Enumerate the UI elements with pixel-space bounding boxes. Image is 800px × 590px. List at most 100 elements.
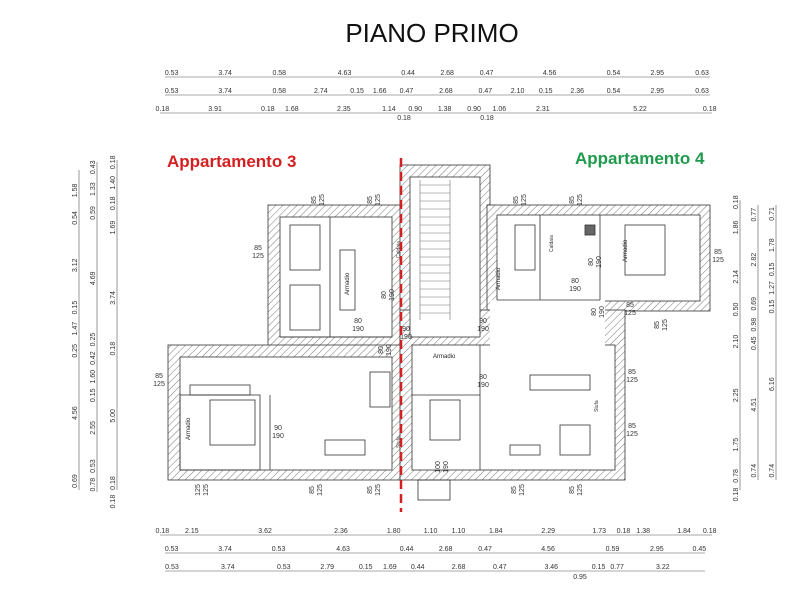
walls [167, 164, 711, 501]
dimension-value: 0.18 [110, 342, 117, 356]
dimension-value: 1.38 [438, 106, 452, 113]
dimension-value: 0.18 [703, 528, 717, 535]
dimension-value: 2.95 [650, 88, 664, 95]
apartment-4-label: Appartamento 4 [575, 149, 705, 168]
dimension-value: 6.16 [769, 377, 776, 391]
dimension-value: 2.68 [439, 546, 453, 553]
dimension-value: 0.53 [165, 546, 179, 553]
dimension-value: 0.53 [165, 70, 179, 77]
dimension-value: 0.74 [769, 464, 776, 478]
opening-height: 190 [400, 334, 412, 341]
dimension-value: 0.47 [480, 70, 494, 77]
label-armadio: Armadio [623, 239, 629, 262]
label-stufa: Stufa [594, 400, 600, 412]
opening-height: 125 [521, 194, 528, 206]
dimension-value: 3.91 [208, 106, 222, 113]
dimension-value: 1.84 [677, 528, 691, 535]
dimension-value: 0.18 [156, 106, 170, 113]
dimension-value: 0.18 [110, 476, 117, 490]
dimension-value: 1.80 [387, 528, 401, 535]
opening-height: 125 [624, 310, 636, 317]
dimension-value: 2.25 [733, 388, 740, 402]
dimension-value: 0.18 [110, 196, 117, 210]
dimension-value: 1.47 [72, 322, 79, 336]
dimension-value: 0.58 [272, 70, 286, 77]
dimension-value: 1.73 [592, 528, 606, 535]
dimension-value: 4.56 [541, 546, 555, 553]
opening-width: 85 [628, 369, 636, 376]
opening-height: 190 [599, 306, 606, 318]
opening-width: 85 [513, 196, 520, 204]
opening-height: 190 [386, 344, 393, 356]
dimension-value: 1.78 [769, 238, 776, 252]
opening-height: 190 [443, 461, 450, 473]
dimension-value: 0.44 [400, 546, 414, 553]
opening-width: 85 [569, 486, 576, 494]
opening-height: 125 [577, 484, 584, 496]
dimension-value: 1.14 [382, 106, 396, 113]
dimension-value: 3.74 [218, 546, 232, 553]
opening-height: 125 [252, 253, 264, 260]
dimension-value: 0.15 [350, 88, 364, 95]
dimension-value: 0.98 [751, 318, 758, 332]
dimension-value: 0.53 [272, 546, 286, 553]
dimension-value: 0.54 [607, 70, 621, 77]
opening-height: 125 [317, 484, 324, 496]
opening-height: 125 [319, 194, 326, 206]
dimension-value: 2.31 [536, 106, 550, 113]
opening-width: 85 [511, 486, 518, 494]
dimension-value: 0.71 [769, 207, 776, 221]
label-armadio: Armadio [345, 272, 351, 295]
dimension-value: 1.68 [285, 106, 299, 113]
opening-width: 90 [274, 425, 282, 432]
room-labels: Armadio Armadio Armadio Armadio Armadio … [186, 235, 629, 448]
dimension-value: 0.50 [733, 303, 740, 317]
dimension-value: 0.25 [90, 333, 97, 347]
dimension-value: 0.63 [695, 70, 709, 77]
opening-width: 85 [155, 373, 163, 380]
dimension-value: 2.68 [439, 88, 453, 95]
opening-width: 125 [195, 484, 202, 496]
opening-width: 85 [626, 302, 634, 309]
opening-width: 85 [311, 196, 318, 204]
dimension-value: 0.47 [493, 564, 507, 571]
dimension-value: 0.53 [90, 459, 97, 473]
dimension-value: 3.46 [544, 564, 558, 571]
dimension-value: 2.79 [320, 564, 334, 571]
opening-width: 85 [367, 486, 374, 494]
dimension-value: 2.35 [337, 106, 351, 113]
dimension-value: 1.38 [636, 528, 650, 535]
dimension-value: 0.15 [539, 88, 553, 95]
dimension-value: 0.63 [695, 88, 709, 95]
dimension-value: 0.18 [733, 488, 740, 502]
dimension-value: 0.15 [90, 388, 97, 402]
dimension-value: 0.47 [400, 88, 414, 95]
dimension-value: 4.69 [90, 271, 97, 285]
dimension-value: 0.90 [467, 106, 481, 113]
label-caldaia: Caldaia [549, 235, 555, 252]
dimension-value: 2.95 [650, 546, 664, 553]
dimension-value: 0.15 [592, 564, 606, 571]
dimension-value: 1.27 [769, 281, 776, 295]
opening-width: 80 [571, 278, 579, 285]
opening-height: 190 [569, 286, 581, 293]
dimension-value: 0.18 [155, 528, 169, 535]
label-armadio: Armadio [186, 417, 192, 440]
dimension-value: 1.10 [424, 528, 438, 535]
